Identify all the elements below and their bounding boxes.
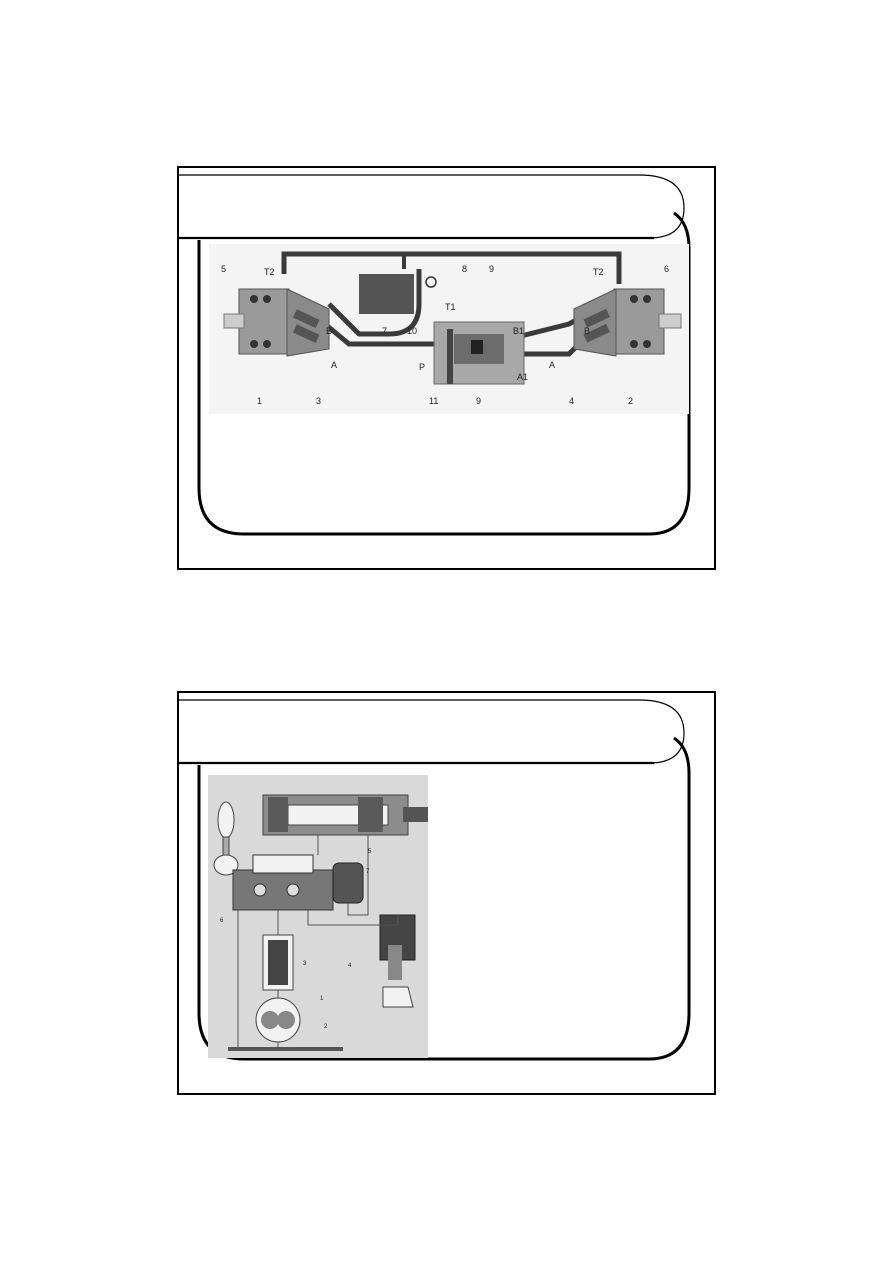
slide-2-frame (179, 699, 691, 1061)
callout: 4 (348, 963, 352, 969)
callout: 3 (303, 961, 307, 967)
callout: P (419, 362, 425, 372)
slide-1: 5 T2 8 9 T2 6 7 10 T1 B B1 B A P A1 A 1 … (177, 166, 716, 570)
directional-valve (232, 869, 334, 911)
callout: 1 (320, 996, 324, 1002)
filter (425, 276, 437, 288)
callout: 4 (569, 396, 574, 406)
left-motor (223, 288, 330, 357)
callout: T2 (593, 267, 604, 277)
content-frame (197, 736, 691, 1061)
callout: B (326, 326, 332, 336)
tank (359, 274, 414, 314)
pipe-b-left (327, 269, 422, 337)
slide-2: 5 7 6 3 4 1 2 (177, 691, 716, 1095)
callout: 5 (368, 849, 372, 855)
callout: 10 (407, 326, 417, 336)
flow-valve (332, 862, 364, 904)
callout: B1 (513, 326, 524, 336)
callout: 6 (220, 918, 224, 924)
callout: 7 (382, 326, 387, 336)
slide-1-frame (179, 174, 691, 536)
callout: B (584, 326, 590, 336)
callout: 11 (429, 396, 438, 406)
callout: 9 (489, 264, 494, 274)
callout: 8 (462, 264, 467, 274)
callout: 1 (257, 396, 262, 406)
hydraulic-transmission-diagram: 5 T2 8 9 T2 6 7 10 T1 B B1 B A P A1 A 1 … (209, 244, 689, 414)
callout: 6 (664, 264, 669, 274)
callout: T1 (445, 302, 456, 312)
tank-line (228, 1047, 343, 1051)
title-bar-outline (179, 699, 685, 764)
control-lever (213, 801, 239, 876)
callout: 5 (221, 264, 226, 274)
cylinder (262, 794, 428, 836)
callout: A (549, 360, 555, 370)
content-frame (197, 211, 691, 536)
callout: 2 (324, 1024, 328, 1030)
callout: 3 (316, 396, 321, 406)
callout: 9 (476, 396, 481, 406)
hydraulic-control-circuit-diagram: 5 7 6 3 4 1 2 (208, 775, 428, 1058)
callout: 2 (628, 396, 633, 406)
callout: T2 (264, 267, 275, 277)
callout: A (331, 360, 337, 370)
tank-return-pipe (281, 251, 622, 284)
callout: A1 (517, 372, 528, 382)
callout: 7 (366, 869, 370, 875)
title-bar-outline (179, 174, 685, 239)
right-motor (573, 288, 682, 357)
